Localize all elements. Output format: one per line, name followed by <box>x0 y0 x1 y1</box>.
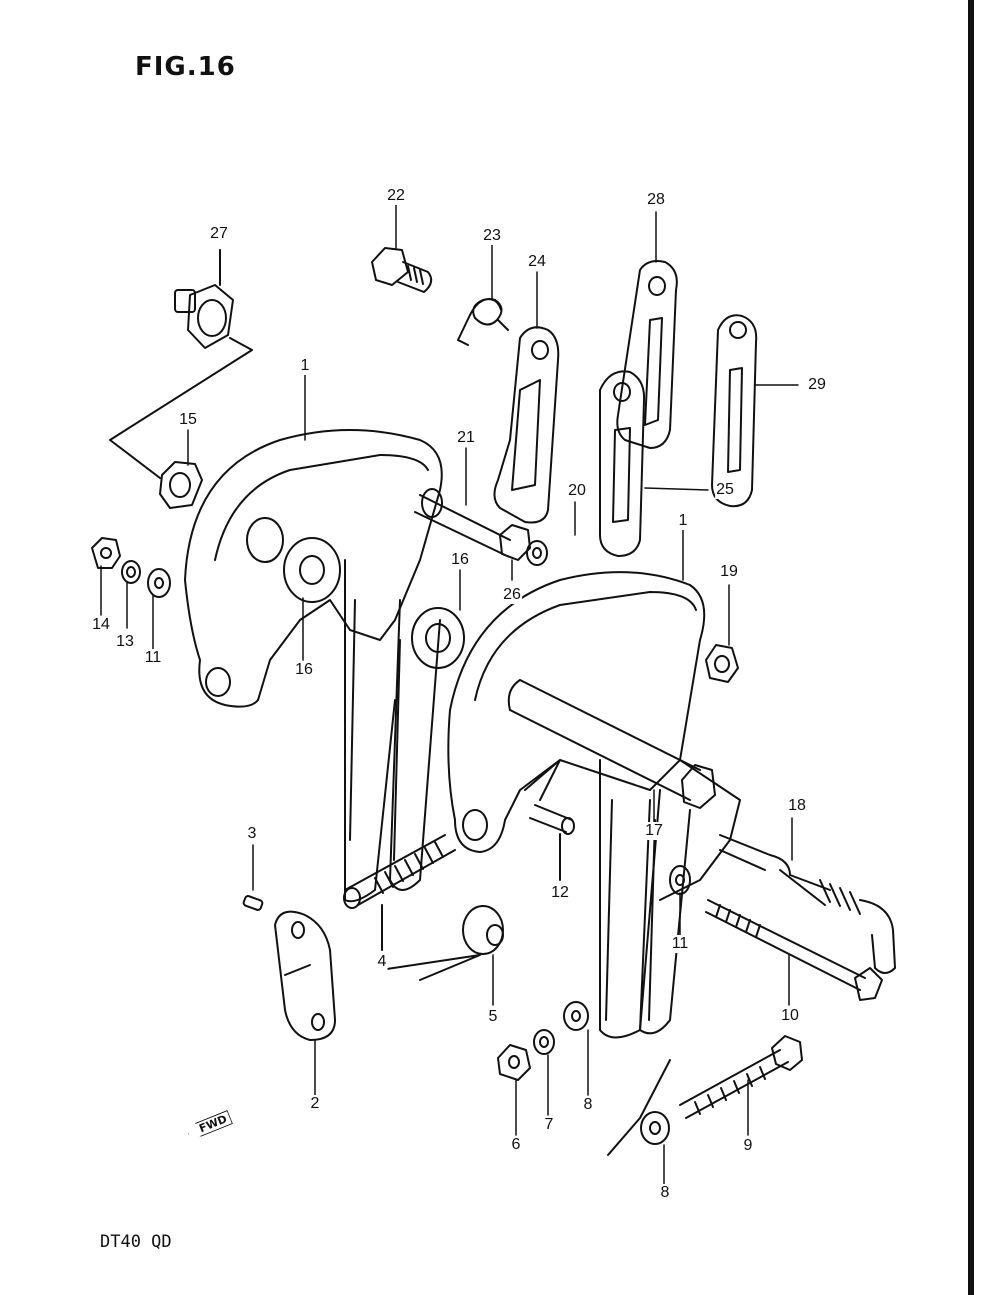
part-22-bolt <box>371 247 433 293</box>
part-17-shaft <box>507 679 716 809</box>
callout-17: 17 <box>644 822 664 840</box>
part-24-plate <box>493 326 560 524</box>
part-25-plate <box>599 370 646 557</box>
part-6-nut <box>497 1044 531 1081</box>
callout-24: 24 <box>527 253 547 271</box>
part-14-nut <box>91 537 121 569</box>
callout-26: 26 <box>502 586 522 604</box>
part-4-threaded-stud <box>343 834 456 951</box>
callout-28: 28 <box>646 191 666 209</box>
part-27-fitting <box>109 249 253 479</box>
callout-16-a: 16 <box>294 661 314 679</box>
callout-11-right: 11 <box>670 935 690 953</box>
callout-19: 19 <box>719 563 739 581</box>
part-3-pin <box>242 895 264 911</box>
part-16-washer-b <box>411 607 465 669</box>
figure-title: FIG.16 <box>135 52 236 82</box>
leader-lines <box>100 204 799 1186</box>
part-8-washer-a <box>563 1001 589 1031</box>
callout-13: 13 <box>115 633 135 651</box>
part-2-clamp <box>274 910 336 1041</box>
part-15-nut <box>159 461 203 509</box>
part-26-nut <box>499 524 531 561</box>
part-28-plate <box>616 260 678 449</box>
callout-20: 20 <box>567 482 587 500</box>
page-edge-rule <box>968 0 974 1295</box>
part-16-washer-a <box>283 537 341 603</box>
callout-21: 21 <box>456 429 476 447</box>
callout-5: 5 <box>487 1008 499 1026</box>
part-21-stud <box>414 488 511 556</box>
part-13-lock-washer <box>121 560 141 584</box>
callout-14: 14 <box>91 616 111 634</box>
callout-8-a: 8 <box>582 1096 594 1114</box>
callout-27: 27 <box>209 225 229 243</box>
callout-2: 2 <box>309 1095 321 1113</box>
callout-3: 3 <box>246 825 258 843</box>
callout-16-b: 16 <box>450 551 470 569</box>
part-11-washer-left <box>147 568 171 598</box>
callout-9: 9 <box>742 1137 754 1155</box>
part-23-spring <box>457 298 509 346</box>
model-label: DT40 QD <box>100 1232 172 1252</box>
callout-8-b: 8 <box>659 1184 671 1202</box>
callout-4: 4 <box>376 953 388 971</box>
callout-15: 15 <box>178 411 198 429</box>
part-19-nut <box>705 644 739 683</box>
part-29-plate <box>711 314 758 508</box>
part-9-long-bolt <box>679 1035 803 1119</box>
part-7-lock-washer <box>533 1029 555 1055</box>
part-10-bolt <box>705 899 883 1001</box>
part-8-washer-b <box>607 1059 671 1156</box>
callout-23: 23 <box>482 227 502 245</box>
callout-12: 12 <box>550 884 570 902</box>
callout-25: 25 <box>715 481 735 499</box>
part-5-bushing <box>379 905 504 981</box>
callout-11-left: 11 <box>143 649 163 667</box>
callout-7: 7 <box>543 1116 555 1134</box>
callout-18: 18 <box>787 797 807 815</box>
callout-10: 10 <box>780 1007 800 1025</box>
part-20-washer <box>526 540 548 566</box>
callout-6: 6 <box>510 1136 522 1154</box>
callout-22: 22 <box>386 187 406 205</box>
part-1-bracket-front <box>447 571 741 1039</box>
callout-29: 29 <box>807 376 827 394</box>
callout-1-front: 1 <box>677 512 689 530</box>
part-12-pin <box>524 759 575 881</box>
part-18-hose <box>719 834 896 974</box>
callout-1-rear: 1 <box>299 357 311 375</box>
